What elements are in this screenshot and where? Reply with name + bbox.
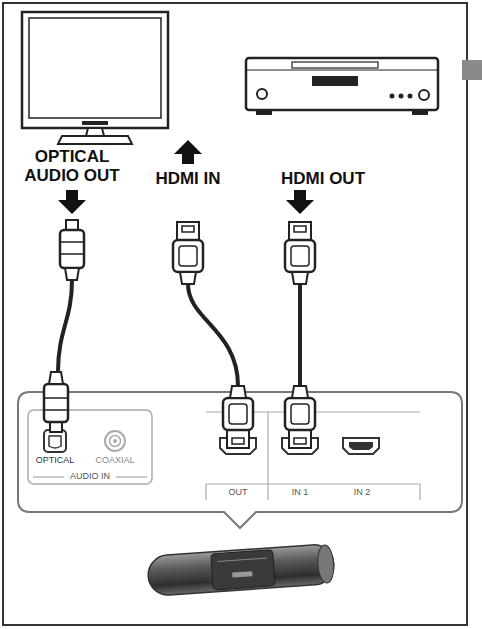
optical-plug: [60, 220, 84, 280]
port-label: AUDIO IN: [70, 472, 110, 482]
hdmi-plug: [173, 222, 203, 284]
continue-arrow: [462, 60, 482, 80]
hdmi-plug: [285, 386, 315, 448]
connector-label: HDMI IN: [155, 170, 220, 189]
port-label: IN 2: [354, 488, 371, 498]
port-label: IN 1: [292, 488, 309, 498]
port-label: OUT: [229, 488, 248, 498]
port-label: OPTICAL: [36, 456, 75, 466]
hdmi-plug: [285, 222, 315, 284]
soundbar: [147, 543, 335, 596]
optical-plug: [44, 372, 68, 432]
frame: [3, 3, 467, 625]
cables: [58, 280, 300, 386]
connector-label: HDMI OUT: [281, 170, 365, 189]
bluray-player: [246, 58, 438, 115]
port-label: COAXIAL: [95, 456, 134, 466]
tv: [22, 12, 168, 144]
hdmi-plug: [223, 386, 253, 448]
connector-label: OPTICAL AUDIO OUT: [7, 148, 137, 185]
